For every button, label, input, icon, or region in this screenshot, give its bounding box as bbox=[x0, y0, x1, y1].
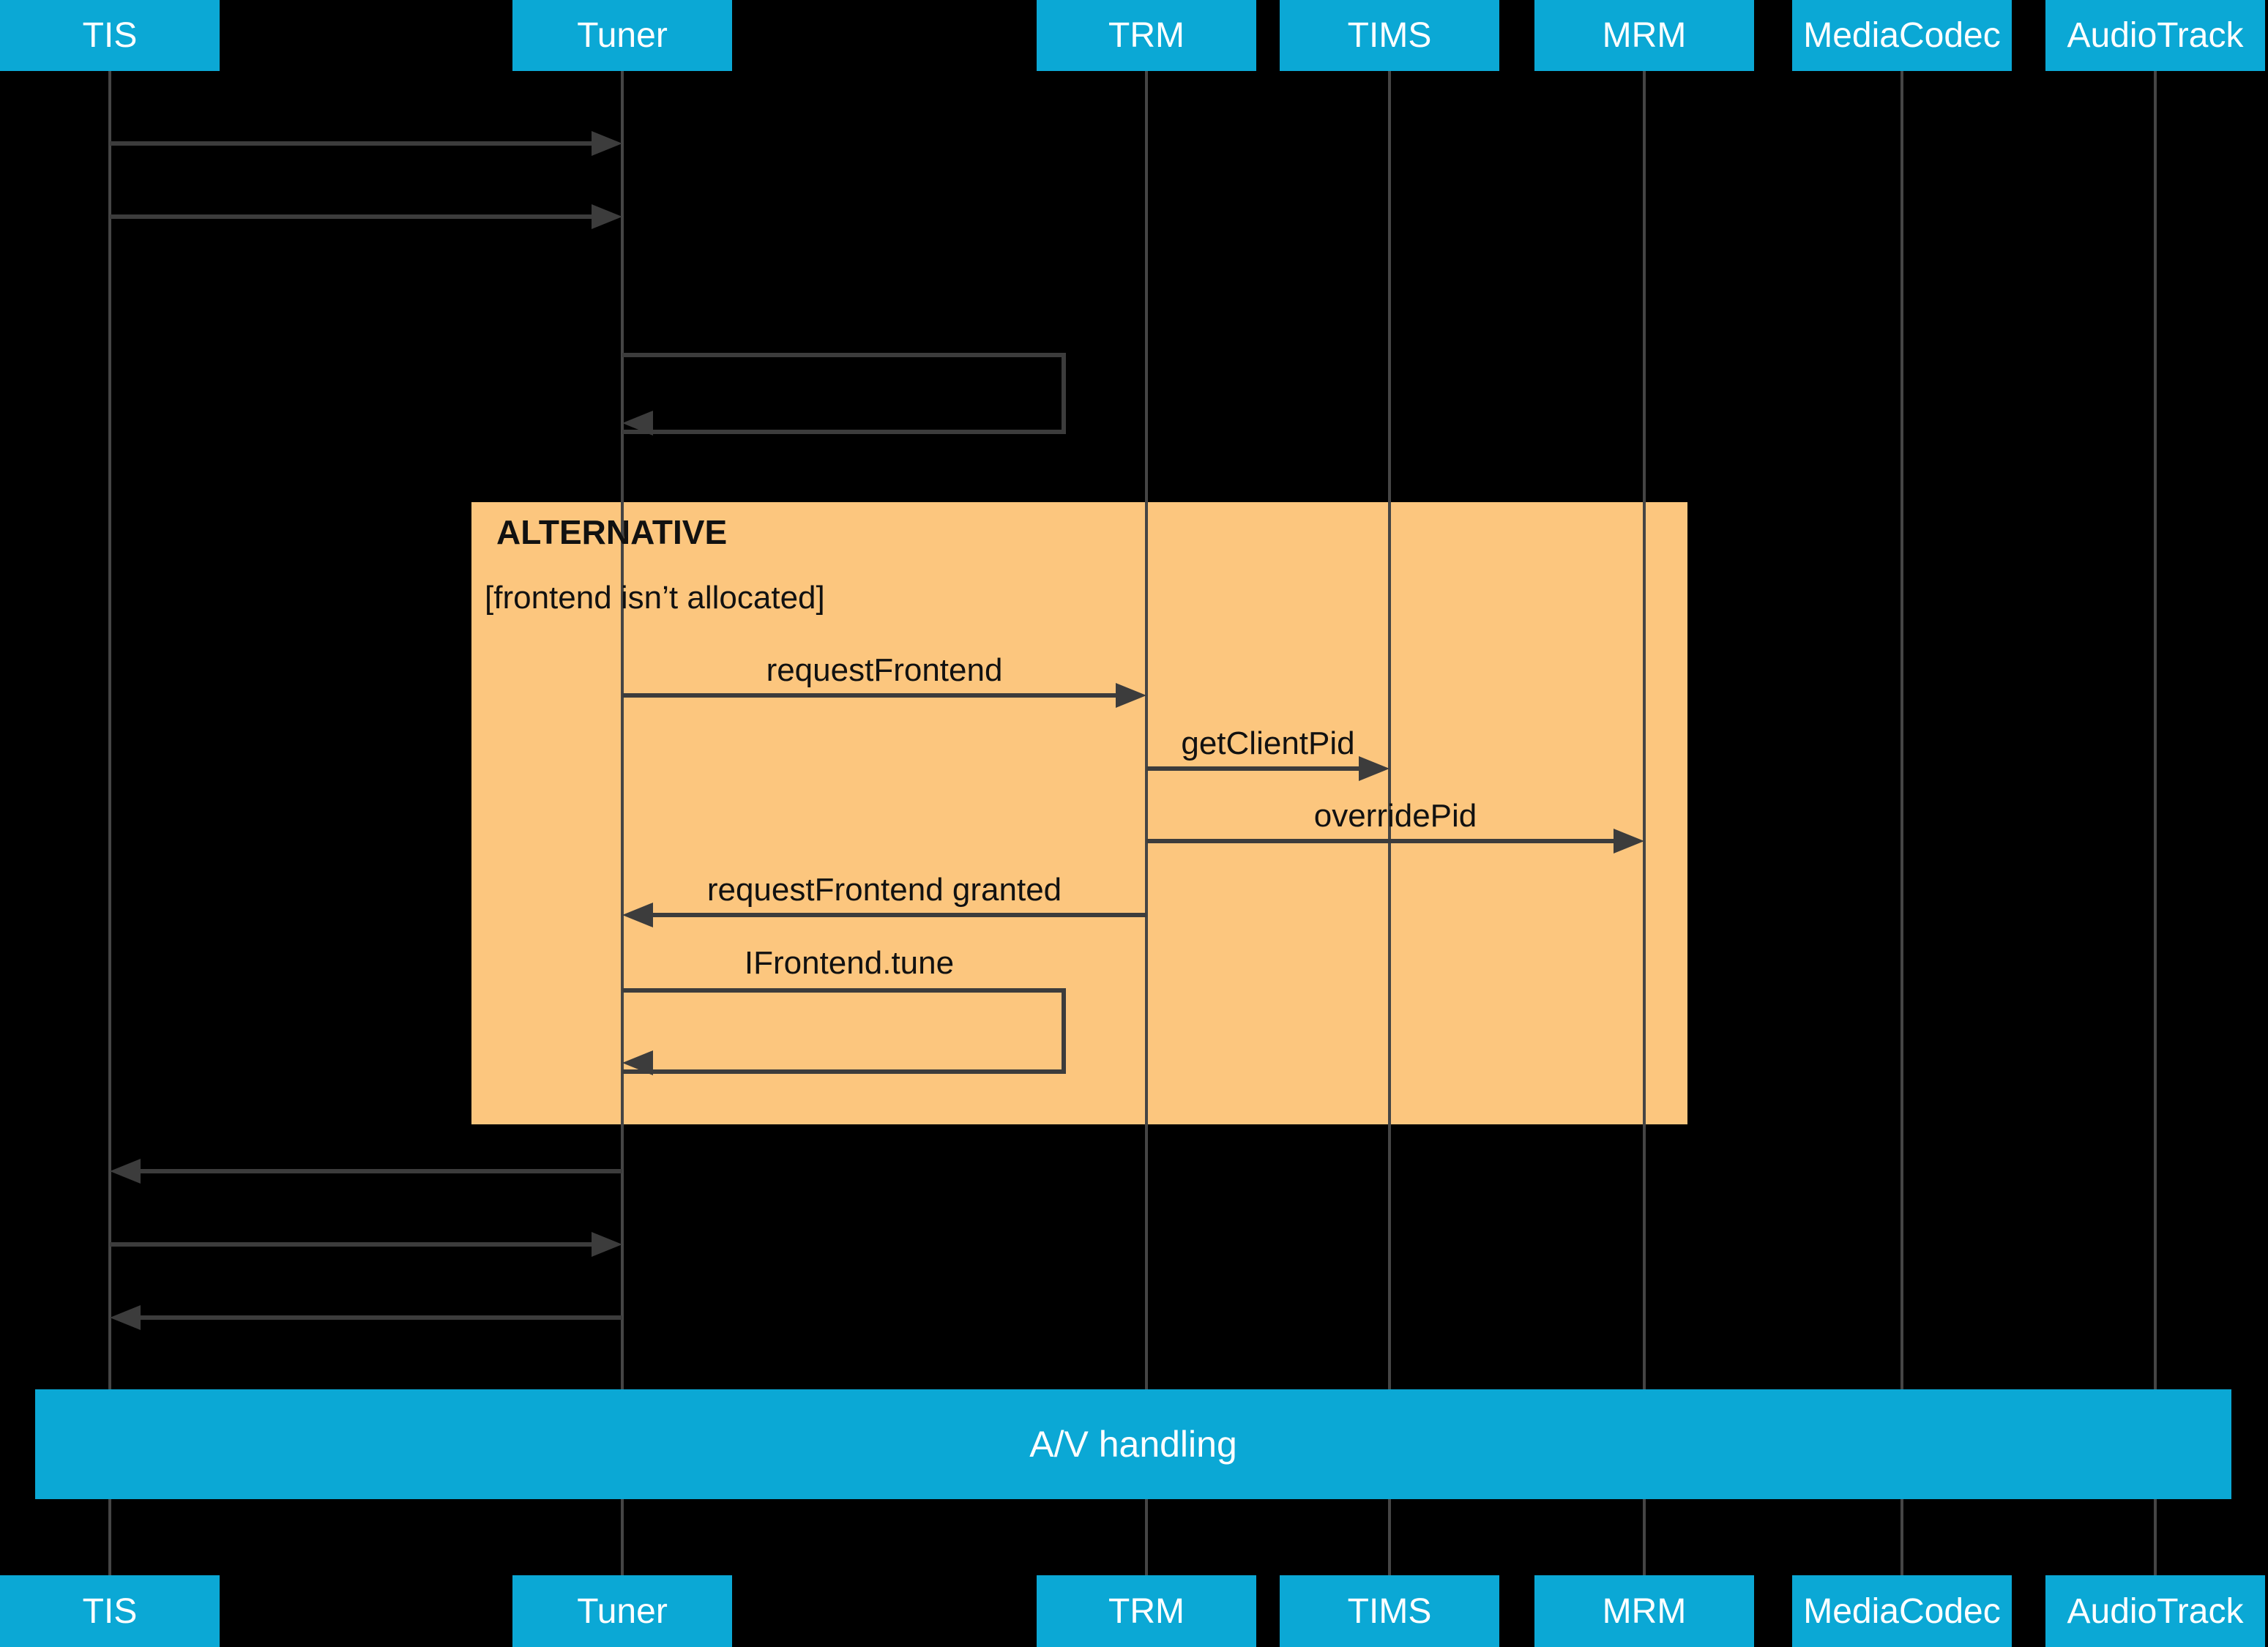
message-arrow-3-head bbox=[110, 1159, 141, 1184]
alt-fragment-title: ALTERNATIVE bbox=[496, 513, 728, 551]
self-message-1-loop bbox=[622, 353, 1066, 434]
message-label-request-frontend-granted: requestFrontend granted bbox=[706, 872, 1062, 908]
participant-top-audiotrack: AudioTrack bbox=[2045, 0, 2265, 71]
message-label-ifrontend-tune: IFrontend.tune bbox=[744, 945, 955, 981]
message-label-get-client-pid: getClientPid bbox=[1181, 725, 1355, 761]
self-message-1-head bbox=[622, 411, 653, 436]
message-arrow-2-head bbox=[592, 204, 622, 229]
self-message-ifrontend-tune-head bbox=[622, 1050, 653, 1075]
message-arrow-3-line bbox=[139, 1169, 622, 1173]
participant-top-tuner: Tuner bbox=[512, 0, 732, 71]
participant-top-tims: TIMS bbox=[1280, 0, 1499, 71]
message-arrow-1-line bbox=[110, 141, 593, 146]
av-handling-bar: A/V handling bbox=[35, 1389, 2231, 1499]
message-label-request-frontend: requestFrontend bbox=[766, 652, 1003, 688]
message-arrow-4-head bbox=[592, 1232, 622, 1257]
lifeline-audiotrack bbox=[2154, 71, 2157, 1575]
participant-bottom-tis: TIS bbox=[0, 1575, 220, 1647]
message-arrow-5-head bbox=[110, 1305, 141, 1330]
message-arrow-request-frontend-line bbox=[622, 693, 1117, 698]
message-arrow-1-head bbox=[592, 131, 622, 156]
alt-fragment-block bbox=[471, 502, 1687, 1124]
message-arrow-request-frontend-granted-line bbox=[652, 913, 1146, 917]
message-arrow-override-pid-line bbox=[1146, 839, 1615, 843]
message-arrow-request-frontend-head bbox=[1116, 683, 1146, 708]
participant-top-tis: TIS bbox=[0, 0, 220, 71]
participant-top-mrm: MRM bbox=[1534, 0, 1754, 71]
message-label-override-pid: overridePid bbox=[1313, 798, 1477, 834]
participant-bottom-mediacodec: MediaCodec bbox=[1792, 1575, 2012, 1647]
participant-bottom-trm: TRM bbox=[1037, 1575, 1256, 1647]
message-arrow-4-line bbox=[110, 1242, 593, 1247]
lifeline-tuner bbox=[621, 71, 624, 1575]
lifeline-mediacodec bbox=[1900, 71, 1903, 1575]
av-handling-label: A/V handling bbox=[1029, 1424, 1237, 1465]
self-message-ifrontend-tune-loop bbox=[622, 988, 1066, 1074]
message-arrow-get-client-pid-head bbox=[1359, 756, 1389, 781]
alt-fragment-condition: [frontend isn’t allocated] bbox=[485, 580, 825, 616]
message-arrow-request-frontend-granted-head bbox=[622, 903, 653, 927]
message-arrow-5-line bbox=[139, 1315, 622, 1320]
message-arrow-2-line bbox=[110, 214, 593, 219]
lifeline-tims bbox=[1388, 71, 1391, 1575]
participant-top-trm: TRM bbox=[1037, 0, 1256, 71]
participant-top-mediacodec: MediaCodec bbox=[1792, 0, 2012, 71]
participant-bottom-tims: TIMS bbox=[1280, 1575, 1499, 1647]
lifeline-tis bbox=[108, 71, 111, 1575]
lifeline-trm bbox=[1145, 71, 1148, 1575]
participant-bottom-audiotrack: AudioTrack bbox=[2045, 1575, 2265, 1647]
message-arrow-override-pid-head bbox=[1614, 829, 1644, 854]
participant-bottom-mrm: MRM bbox=[1534, 1575, 1754, 1647]
lifeline-mrm bbox=[1643, 71, 1646, 1575]
message-arrow-get-client-pid-line bbox=[1146, 766, 1360, 771]
participant-bottom-tuner: Tuner bbox=[512, 1575, 732, 1647]
